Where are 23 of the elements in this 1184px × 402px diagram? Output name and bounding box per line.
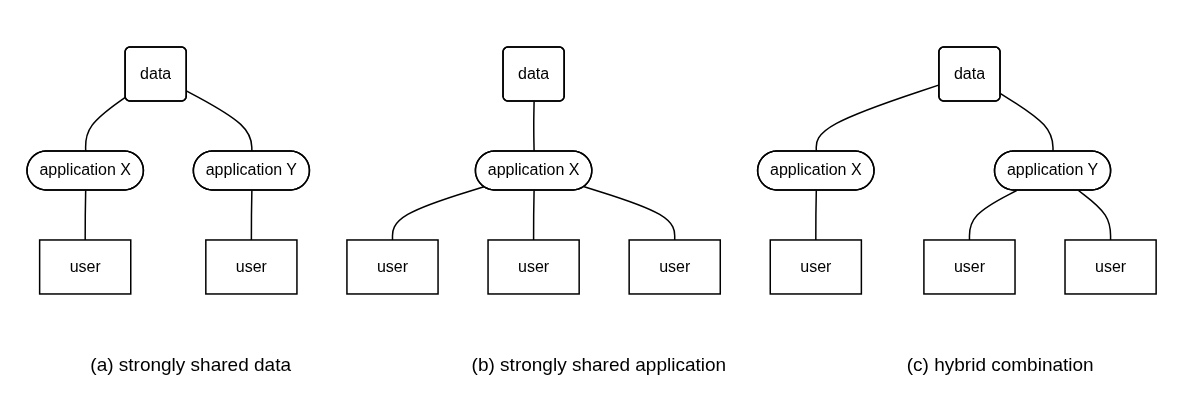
caption: (a) strongly shared data — [90, 354, 291, 376]
caption: (c) hybrid combination — [906, 354, 1094, 376]
connector — [583, 185, 676, 241]
connector — [533, 100, 536, 152]
node-box: user — [487, 238, 581, 295]
connector — [1000, 92, 1055, 152]
connector — [1078, 189, 1112, 241]
node-box: user — [1064, 238, 1158, 295]
node-box: user — [346, 238, 440, 295]
node-box: user — [39, 238, 132, 295]
connector — [969, 189, 1018, 241]
node-box: user — [923, 238, 1017, 295]
connector — [84, 189, 87, 241]
node-box: user — [769, 238, 863, 295]
node-box: user — [628, 238, 722, 295]
connector — [533, 189, 536, 241]
connector — [186, 89, 254, 152]
connector — [251, 189, 254, 241]
caption: (b) strongly shared application — [471, 354, 727, 376]
connector — [85, 95, 127, 152]
node-box: user — [205, 238, 299, 295]
connector — [392, 185, 486, 241]
connector — [815, 189, 818, 241]
